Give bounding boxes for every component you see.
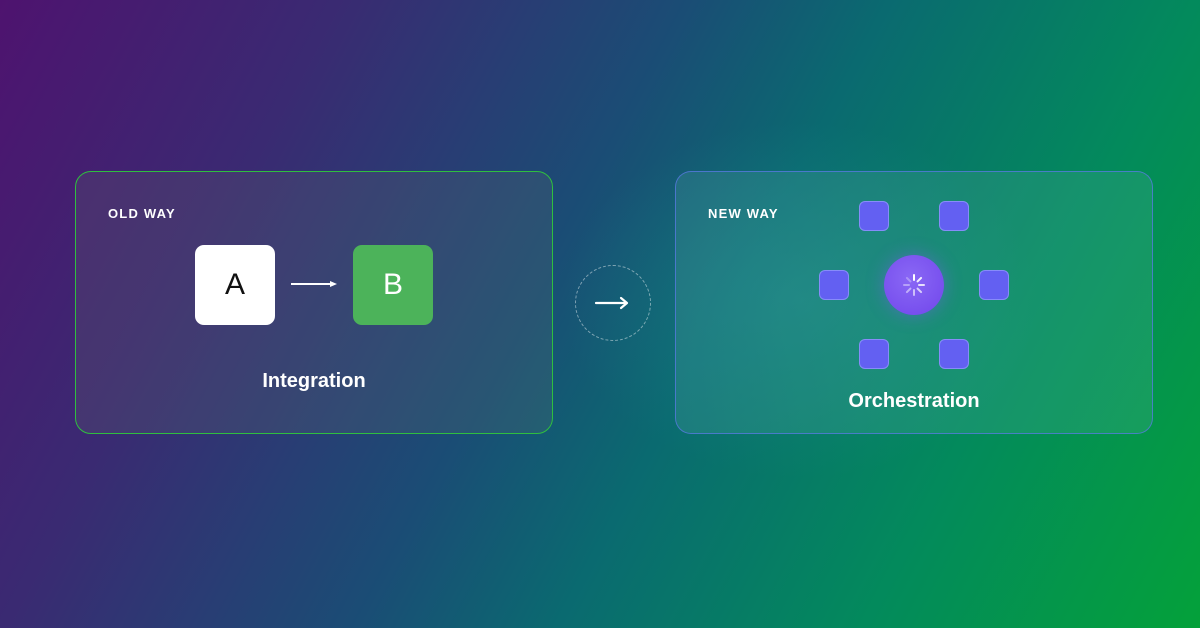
orchestration-node	[859, 339, 889, 369]
new-way-caption: Orchestration	[848, 390, 980, 412]
old-way-caption: Integration	[262, 370, 366, 392]
connection-arrow-icon	[291, 281, 337, 287]
orchestration-node	[859, 201, 889, 231]
orchestration-node	[939, 201, 969, 231]
new-way-label: NEW WAY	[708, 206, 779, 221]
tile-a: A	[195, 245, 275, 325]
transition-circle	[575, 265, 651, 341]
old-way-panel: OLD WAY A B Integration	[75, 171, 553, 434]
orchestration-node	[819, 270, 849, 300]
arrow-right-icon	[594, 296, 629, 310]
loading-spinner-icon	[903, 274, 925, 296]
orchestration-hub	[884, 255, 944, 315]
old-way-label: OLD WAY	[108, 206, 176, 221]
tile-b: B	[353, 245, 433, 325]
orchestration-node	[939, 339, 969, 369]
orchestration-node	[979, 270, 1009, 300]
new-way-panel: NEW WAY Orchestration	[675, 171, 1153, 434]
